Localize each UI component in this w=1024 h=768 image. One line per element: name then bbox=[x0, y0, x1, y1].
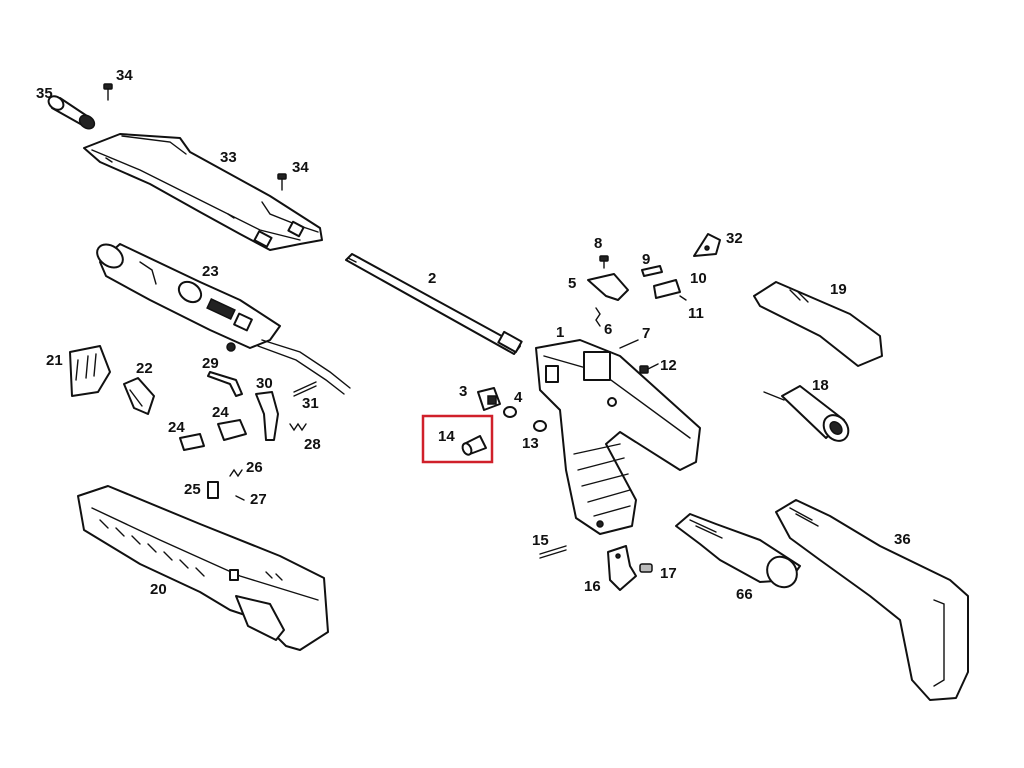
part-35-cylinder[interactable] bbox=[46, 93, 97, 131]
part-26-spring[interactable] bbox=[229, 468, 243, 478]
part-28-label: 28 bbox=[304, 436, 321, 453]
part-32-label: 32 bbox=[726, 230, 743, 247]
part-6-label: 6 bbox=[604, 321, 612, 338]
part-26-label: 26 bbox=[246, 459, 263, 476]
part-4-label: 4 bbox=[514, 389, 523, 406]
part-6-spring[interactable] bbox=[595, 307, 601, 327]
part-27-label: 27 bbox=[250, 491, 267, 508]
part-1-label: 1 bbox=[556, 324, 564, 341]
part-31-label: 31 bbox=[302, 395, 319, 412]
part-24-catch-lower[interactable] bbox=[179, 433, 205, 451]
part-22-label: 22 bbox=[136, 360, 153, 377]
part-29-label: 29 bbox=[202, 355, 219, 372]
part-24-label-upper: 24 bbox=[212, 404, 229, 421]
part-1-frame-grip[interactable] bbox=[535, 339, 701, 535]
part-25-latch[interactable] bbox=[207, 481, 219, 499]
part-13-bushing[interactable] bbox=[533, 420, 547, 432]
part-27-pin[interactable] bbox=[235, 495, 245, 501]
part-25-label: 25 bbox=[184, 481, 201, 498]
part-34-label-top: 34 bbox=[116, 67, 133, 84]
part-2-barrel[interactable] bbox=[345, 253, 523, 355]
part-33-label: 33 bbox=[220, 149, 237, 166]
part-21-block[interactable] bbox=[69, 345, 111, 397]
part-8-label: 8 bbox=[594, 235, 602, 252]
part-24-catch-upper[interactable] bbox=[217, 419, 247, 441]
part-9-plate[interactable] bbox=[641, 265, 663, 277]
part-22-spring-clip[interactable] bbox=[123, 377, 155, 415]
part-21-label: 21 bbox=[46, 352, 63, 369]
part-24-label-lower: 24 bbox=[168, 419, 185, 436]
part-17-spring[interactable] bbox=[639, 563, 653, 573]
part-23-label: 23 bbox=[202, 263, 219, 280]
part-14-label: 14 bbox=[438, 428, 455, 445]
part-12-label: 12 bbox=[660, 357, 677, 374]
part-19-handguard[interactable] bbox=[753, 281, 883, 367]
part-66-label: 66 bbox=[736, 586, 753, 603]
part-23-gearbox-assembly[interactable] bbox=[93, 240, 351, 395]
part-20-label: 20 bbox=[150, 581, 167, 598]
part-18-canister[interactable] bbox=[763, 385, 853, 446]
part-5-sear[interactable] bbox=[587, 273, 629, 301]
part-66-stock-adapter[interactable] bbox=[675, 513, 803, 593]
part-13-label: 13 bbox=[522, 435, 539, 452]
part-28-spring[interactable] bbox=[289, 422, 307, 432]
part-15-label: 15 bbox=[532, 532, 549, 549]
part-31-pin[interactable] bbox=[293, 381, 317, 397]
part-11-label: 11 bbox=[688, 305, 704, 322]
part-20-lower-receiver[interactable] bbox=[77, 485, 329, 651]
part-14-pin[interactable] bbox=[461, 435, 487, 456]
part-17-label: 17 bbox=[660, 565, 677, 582]
part-36-stock[interactable] bbox=[775, 499, 969, 701]
part-8-screw[interactable] bbox=[599, 255, 609, 269]
part-32-cam-plate[interactable] bbox=[693, 233, 721, 257]
part-2-label: 2 bbox=[428, 270, 436, 287]
part-29-lever[interactable] bbox=[207, 371, 243, 397]
part-10-label: 10 bbox=[690, 270, 707, 287]
part-30-trigger[interactable] bbox=[255, 391, 279, 441]
part-10-plate[interactable] bbox=[653, 279, 681, 299]
part-7-pin[interactable] bbox=[619, 339, 639, 349]
part-15-pin[interactable] bbox=[539, 545, 567, 559]
part-30-label: 30 bbox=[256, 375, 273, 392]
part-3-block[interactable] bbox=[477, 387, 501, 411]
part-7-label: 7 bbox=[642, 325, 650, 342]
part-34-label-mid: 34 bbox=[292, 159, 309, 176]
part-3-label: 3 bbox=[459, 383, 467, 400]
part-34-screw-top[interactable] bbox=[103, 83, 113, 101]
part-35-label: 35 bbox=[36, 85, 53, 102]
part-16-safety[interactable] bbox=[607, 545, 637, 591]
part-5-label: 5 bbox=[568, 275, 576, 292]
part-19-label: 19 bbox=[830, 281, 847, 298]
part-11-pin[interactable] bbox=[679, 295, 687, 301]
part-33-top-cover[interactable] bbox=[83, 133, 323, 251]
part-18-label: 18 bbox=[812, 377, 829, 394]
part-4-washer[interactable] bbox=[503, 406, 517, 418]
part-34-screw-mid[interactable] bbox=[277, 173, 287, 191]
part-16-label: 16 bbox=[584, 578, 601, 595]
part-14-highlight-box bbox=[421, 414, 494, 464]
part-9-label: 9 bbox=[642, 251, 650, 268]
part-12-screw[interactable] bbox=[639, 363, 659, 374]
part-36-label: 36 bbox=[894, 531, 911, 548]
